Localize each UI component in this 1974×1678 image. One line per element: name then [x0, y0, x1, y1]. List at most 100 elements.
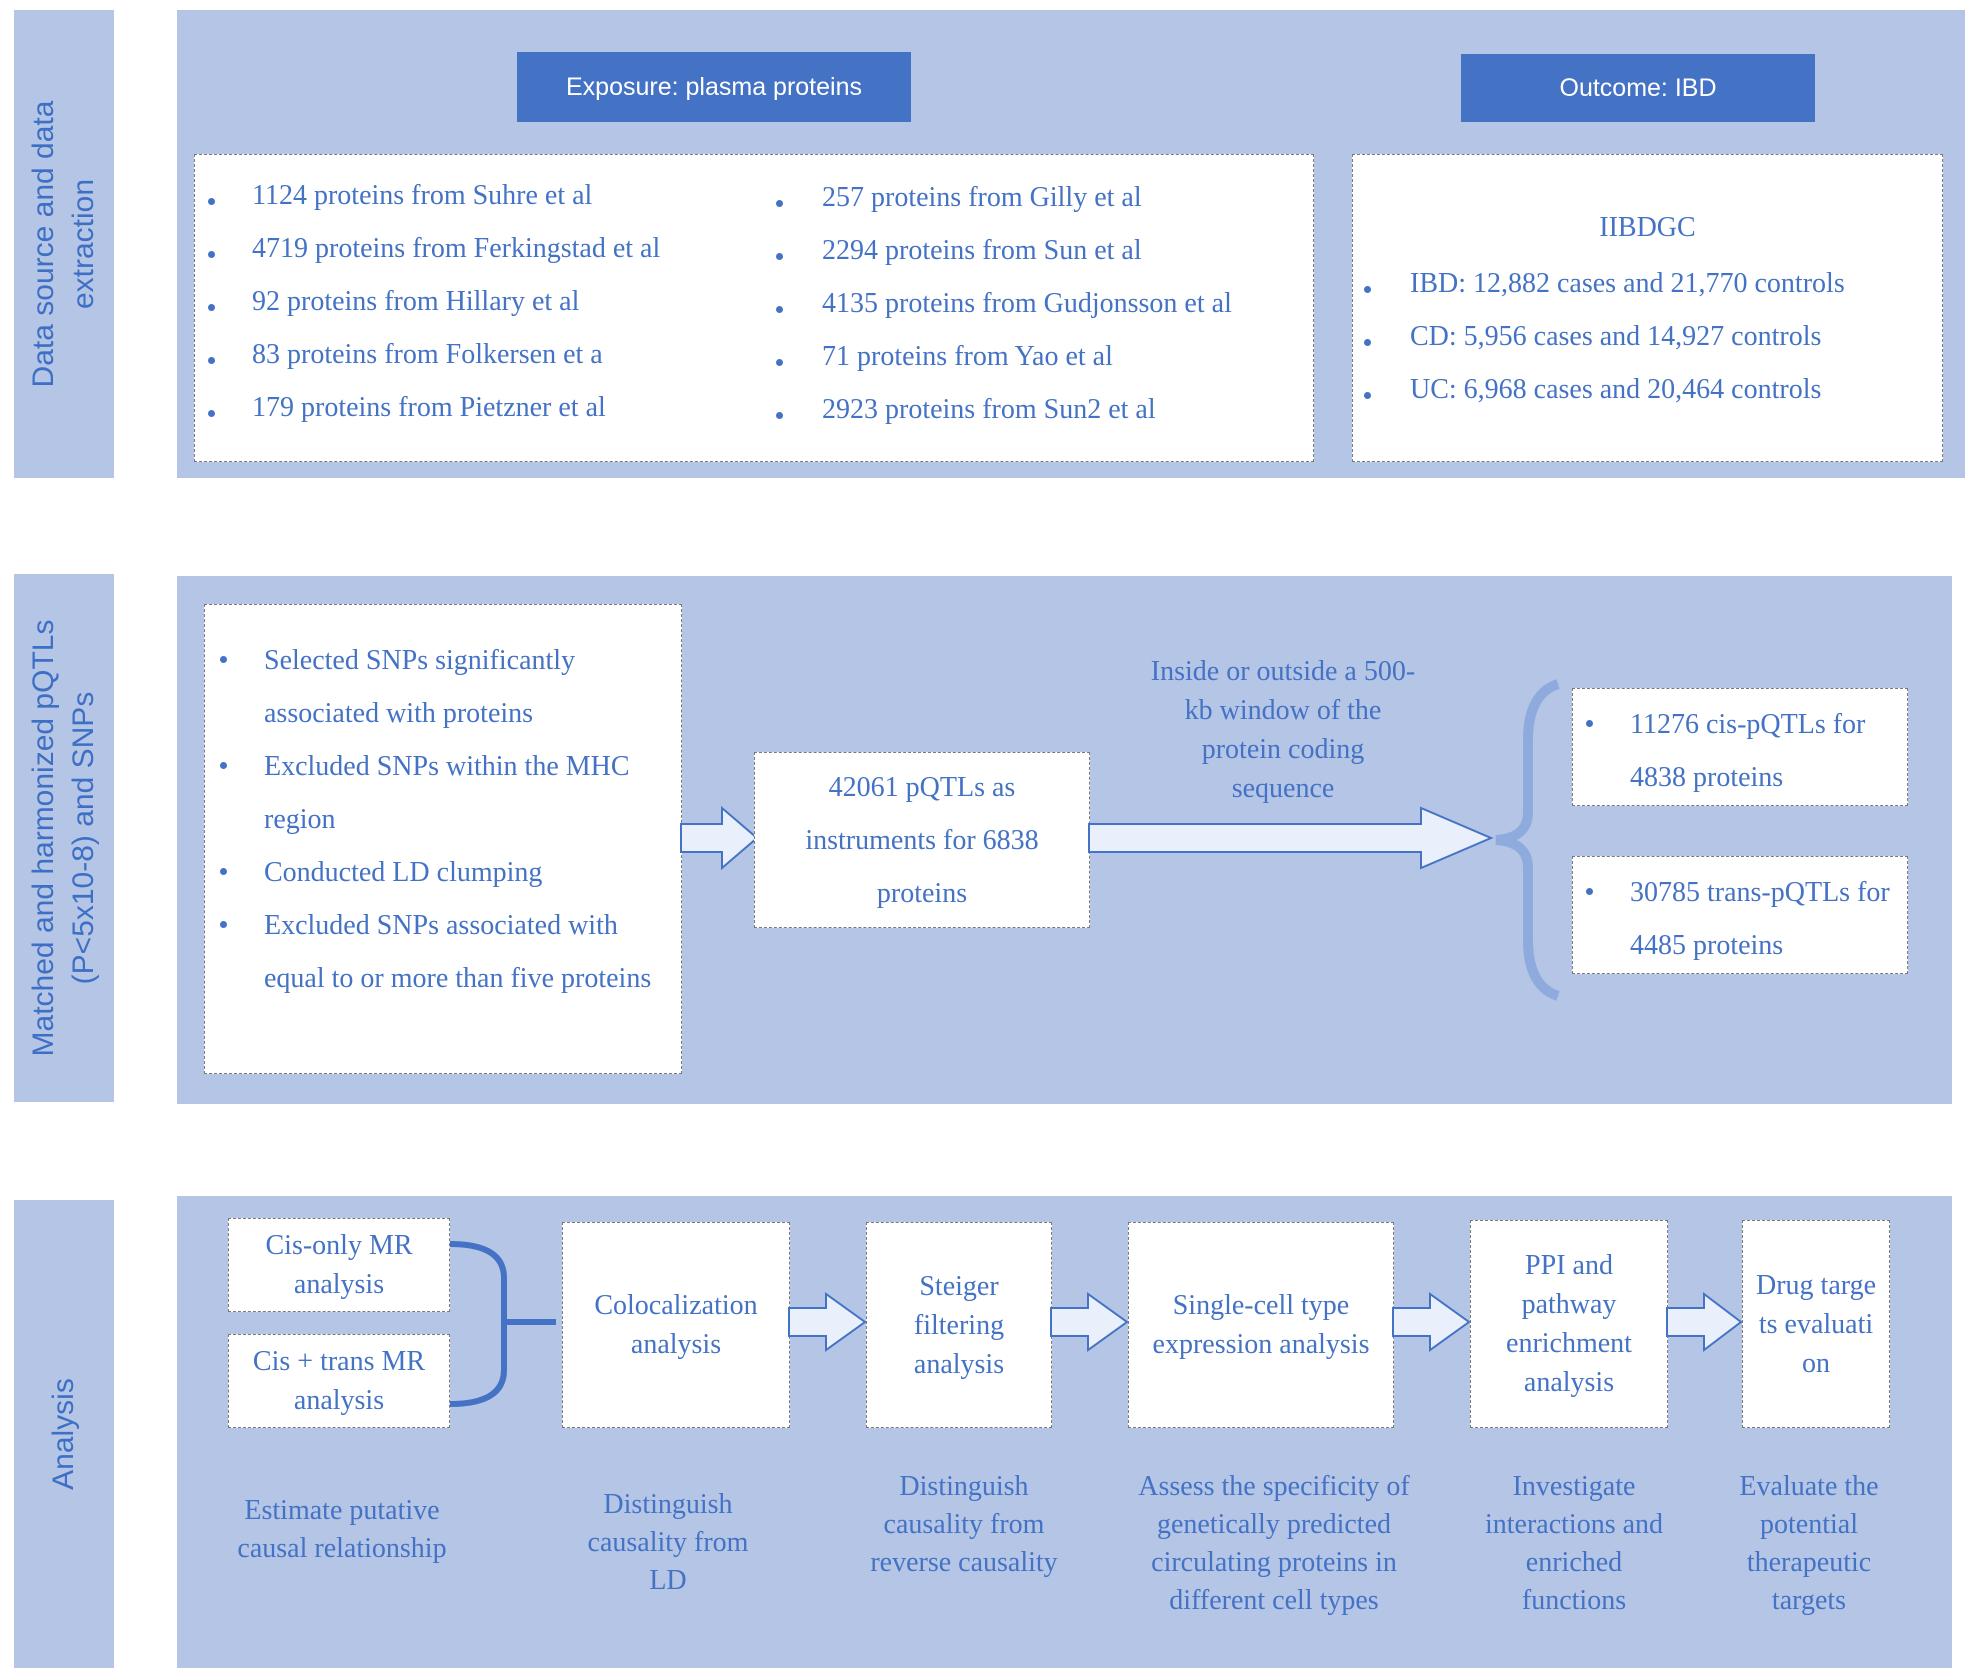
arrow-icon	[1666, 1291, 1743, 1353]
list-item: CD: 5,956 cases and 14,927 controls	[1362, 321, 1942, 374]
list-item-text: Selected SNPs significantly associated w…	[264, 645, 576, 729]
caption-steiger: Distinguish causality from reverse causa…	[870, 1471, 1058, 1578]
bullet-icon	[208, 198, 215, 205]
cis-trans-mr-text: Cis + trans MR analysis	[252, 1346, 426, 1416]
bullet-icon	[1586, 720, 1593, 727]
list-item-text: 179 proteins from Pietzner et al	[252, 392, 606, 423]
bullet-icon	[208, 251, 215, 258]
cis-pqtl-text: 11276 cis-pQTLs for 4838 proteins	[1630, 709, 1866, 793]
list-item: 4719 proteins from Ferkingstad et al	[204, 233, 764, 286]
bullet-icon	[208, 357, 215, 364]
section-label-text: Data source and data extraction	[27, 100, 100, 388]
list-item: 83 proteins from Folkersen et a	[204, 339, 764, 392]
bullet-icon	[1364, 339, 1371, 346]
outcome-title: IIBDGC	[1599, 212, 1696, 243]
bullet-icon	[208, 410, 215, 417]
arrow-icon	[1088, 806, 1494, 870]
instruments-box: 42061 pQTLs as instruments for 6838 prot…	[754, 752, 1090, 928]
bullet-icon	[1586, 888, 1593, 895]
bullet-icon	[1364, 392, 1371, 399]
cis-trans-mr-box: Cis + trans MR analysis	[228, 1334, 450, 1428]
list-item: 179 proteins from Pietzner et al	[204, 392, 764, 445]
list-item-text: UC: 6,968 cases and 20,464 controls	[1410, 374, 1822, 405]
list-item-text: 71 proteins from Yao et al	[822, 341, 1113, 372]
outcome-box	[1352, 154, 1943, 462]
list-item: UC: 6,968 cases and 20,464 controls	[1362, 374, 1942, 427]
step-box-steiger: Steiger filtering analysis	[866, 1222, 1052, 1428]
step-box-colocalization: Colocalization analysis	[562, 1222, 790, 1428]
instruments-text: 42061 pQTLs as instruments for 6838 prot…	[805, 771, 1039, 909]
list-item-text: 4719 proteins from Ferkingstad et al	[252, 233, 661, 264]
caption-colocalization: Distinguish causality from LD	[587, 1489, 749, 1596]
list-item-text: Conducted LD clumping	[264, 857, 543, 888]
arrow-icon	[788, 1292, 867, 1352]
bullet-icon	[776, 306, 783, 313]
bracket-icon	[449, 1241, 556, 1407]
cis-only-mr-text: Cis-only MR analysis	[265, 1230, 413, 1300]
list-item: Conducted LD clumping	[214, 846, 674, 899]
step-box-single-cell: Single-cell type expression analysis	[1128, 1222, 1394, 1428]
list-item-text: CD: 5,956 cases and 14,927 controls	[1410, 321, 1822, 352]
step-box-drug-targets: Drug targets evaluation	[1742, 1220, 1890, 1428]
list-item-text: Excluded SNPs within the MHC region	[264, 751, 630, 835]
outcome-list: IBD: 12,882 cases and 21,770 controls CD…	[1362, 268, 1942, 427]
list-item: 2923 proteins from Sun2 et al	[774, 394, 1314, 447]
list-item-text: 83 proteins from Folkersen et a	[252, 339, 603, 370]
bullet-icon	[776, 359, 783, 366]
selection-criteria-list: Selected SNPs significantly associated w…	[214, 634, 674, 1005]
list-item-text: IBD: 12,882 cases and 21,770 controls	[1410, 268, 1845, 299]
list-item: IBD: 12,882 cases and 21,770 controls	[1362, 268, 1942, 321]
exposure-list-box	[194, 154, 1314, 462]
step-text: Steiger filtering analysis	[913, 1270, 1005, 1380]
step-text: PPI and pathway enrichment analysis	[1506, 1250, 1632, 1398]
outcome-header-text: Outcome: IBD	[1559, 73, 1717, 102]
arrow-icon	[1392, 1292, 1471, 1352]
list-item: 1124 proteins from Suhre et al	[204, 180, 764, 233]
cis-pqtl-item: 11276 cis-pQTLs for 4838 proteins	[1582, 698, 1902, 804]
list-item-text: Excluded SNPs associated with equal to o…	[264, 910, 652, 994]
bullet-icon	[220, 762, 227, 769]
arrow-icon	[1050, 1292, 1129, 1352]
list-item: 71 proteins from Yao et al	[774, 341, 1314, 394]
bullet-icon	[776, 253, 783, 260]
exposure-header-text: Exposure: plasma proteins	[566, 72, 862, 101]
list-item-text: 2923 proteins from Sun2 et al	[822, 394, 1156, 425]
list-item: Excluded SNPs associated with equal to o…	[214, 899, 674, 1005]
cis-pqtl-box	[1572, 688, 1908, 806]
outcome-header: Outcome: IBD	[1461, 54, 1815, 122]
section-label-text: Analysis	[47, 1378, 80, 1490]
list-item: 4135 proteins from Gudjonsson et al	[774, 288, 1314, 341]
section-label-text: Matched and harmonized pQTLs (P<5x10-8) …	[27, 619, 100, 1057]
caption-drug: Evaluate the potential therapeutic targe…	[1739, 1471, 1879, 1616]
list-item-text: 1124 proteins from Suhre et al	[252, 180, 593, 211]
bullet-icon	[208, 304, 215, 311]
arrow-icon	[680, 805, 759, 871]
trans-pqtl-box	[1572, 856, 1908, 974]
list-item-text: 257 proteins from Gilly et al	[822, 182, 1142, 213]
list-item: 2294 proteins from Sun et al	[774, 235, 1314, 288]
step-box-ppi: PPI and pathway enrichment analysis	[1470, 1220, 1668, 1428]
bullet-icon	[220, 656, 227, 663]
caption-single-cell: Assess the specificity of genetically pr…	[1138, 1471, 1410, 1616]
list-item: 257 proteins from Gilly et al	[774, 182, 1314, 235]
step-text: Drug targets evaluation	[1756, 1269, 1876, 1379]
bullet-icon	[776, 412, 783, 419]
caption-estimate: Estimate putative causal relationship	[237, 1495, 447, 1564]
bullet-icon	[220, 921, 227, 928]
step-text: Single-cell type expression analysis	[1152, 1290, 1370, 1360]
brace-icon	[1495, 679, 1560, 1001]
section-label-data-source: Data source and data extraction	[14, 10, 114, 478]
step-text: Colocalization analysis	[594, 1290, 758, 1360]
list-item: Excluded SNPs within the MHC region	[214, 740, 674, 846]
selection-criteria-box	[204, 604, 682, 1074]
bullet-icon	[776, 200, 783, 207]
list-item: Selected SNPs significantly associated w…	[214, 634, 674, 740]
list-item-text: 2294 proteins from Sun et al	[822, 235, 1142, 266]
trans-pqtl-item: 30785 trans-pQTLs for 4485 proteins	[1582, 866, 1902, 972]
list-item: 92 proteins from Hillary et al	[204, 286, 764, 339]
exposure-header: Exposure: plasma proteins	[517, 52, 911, 122]
bullet-icon	[220, 868, 227, 875]
cis-only-mr-box: Cis-only MR analysis	[228, 1218, 450, 1312]
list-item-text: 4135 proteins from Gudjonsson et al	[822, 288, 1232, 319]
section-label-analysis: Analysis	[14, 1200, 114, 1668]
